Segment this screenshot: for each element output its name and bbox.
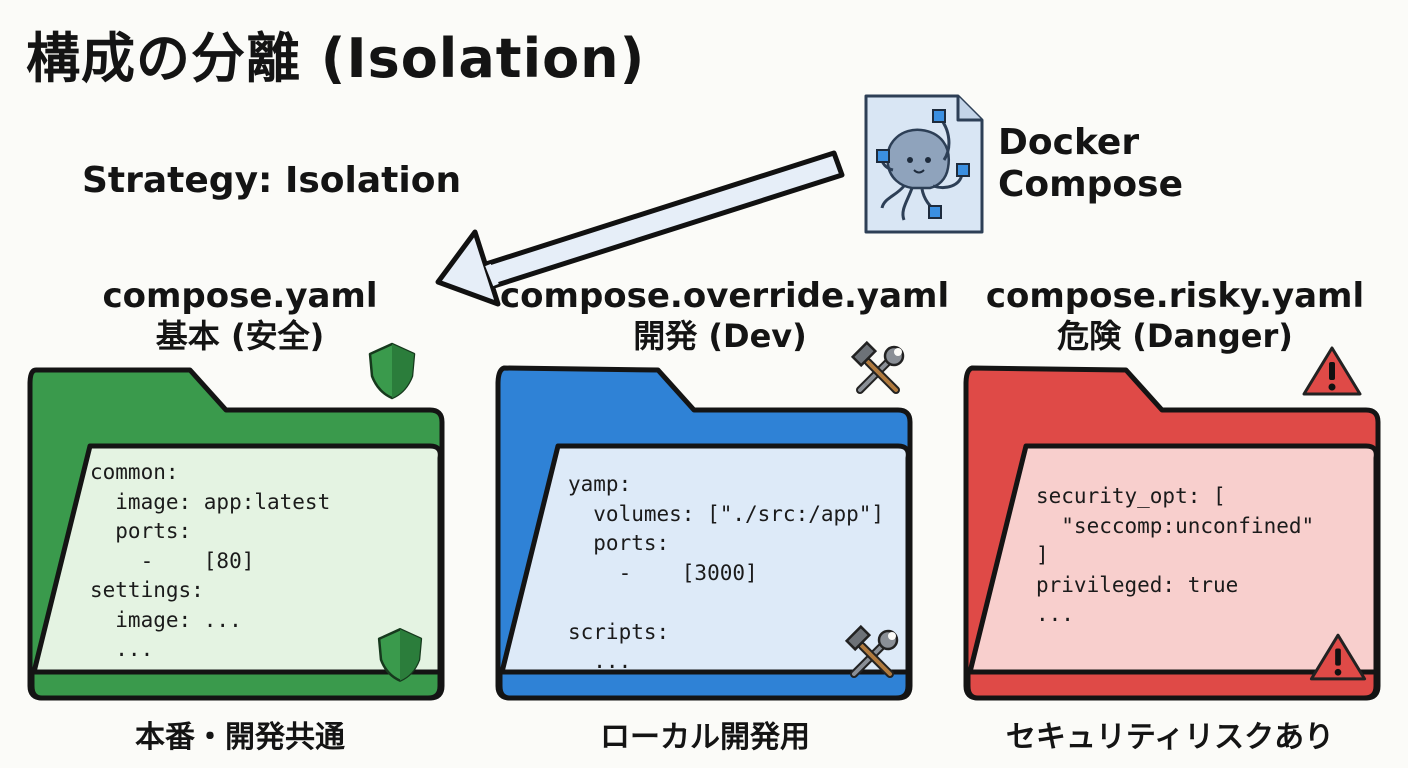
- code-line: ...: [90, 637, 154, 661]
- code-line: privileged: true: [1036, 572, 1239, 597]
- code-line: common:: [90, 460, 179, 484]
- code-line: ...: [1036, 602, 1074, 626]
- code-risky: security_opt: [ "seccomp:unconfined"] pri…: [1036, 482, 1314, 630]
- docker-compose-icon: [864, 94, 984, 234]
- code-line: ]: [1036, 543, 1049, 567]
- shield-icon: [368, 342, 416, 400]
- code-line: - [3000]: [568, 560, 758, 585]
- folder-override: [495, 340, 913, 701]
- code-line: "seccomp:unconfined": [1036, 513, 1315, 538]
- docker-compose-label: Docker Compose: [998, 122, 1183, 206]
- folder-band: [497, 669, 911, 701]
- code-line: yamp:: [568, 472, 632, 496]
- folder-compose: [27, 342, 445, 701]
- code-line: ...: [568, 649, 632, 673]
- filename-risky: compose.risky.yaml: [985, 276, 1365, 316]
- hammer-wrench-icon: [850, 340, 905, 394]
- folder-sheet: [967, 443, 1379, 675]
- strategy-label: Strategy: Isolation: [82, 160, 462, 201]
- shield-icon: [377, 628, 423, 682]
- code-compose: common: image: app:latest ports: - [80] s…: [90, 458, 330, 665]
- warning-icon: [1302, 346, 1362, 396]
- code-line: scripts:: [568, 619, 670, 644]
- code-line: ports:: [90, 519, 192, 543]
- code-line: ports:: [568, 531, 670, 555]
- caption-risky: セキュリティリスクあり: [1005, 720, 1335, 755]
- description-override: 開発 (Dev): [633, 317, 807, 355]
- filename-override: compose.override.yaml: [500, 276, 950, 316]
- docker-label-line2: Compose: [998, 164, 1184, 205]
- warning-icon: [1309, 633, 1367, 681]
- caption-compose: 本番・開発共通: [135, 720, 345, 755]
- folder-band: [965, 669, 1379, 701]
- page-title: 構成の分離 (Isolation): [26, 27, 646, 90]
- file-header-override: compose.override.yaml 開発 (Dev): [500, 276, 950, 356]
- code-line: volumes: ["./src:/app"]: [568, 501, 885, 526]
- file-header-compose: compose.yaml 基本 (安全): [90, 276, 390, 356]
- folder-risky: [963, 346, 1381, 701]
- code-override: yamp: volumes: ["./src:/app"] ports: - […: [568, 470, 884, 677]
- code-line: image: app:latest: [90, 489, 331, 514]
- filename-compose: compose.yaml: [102, 276, 378, 316]
- folder-sheet: [31, 443, 443, 675]
- docker-label-line1: Docker: [998, 122, 1140, 163]
- code-line: settings:: [90, 578, 204, 602]
- folder-band: [29, 669, 443, 701]
- hammer-wrench-icon: [844, 624, 899, 678]
- description-compose: 基本 (安全): [155, 317, 325, 355]
- description-risky: 危険 (Danger): [1057, 317, 1293, 355]
- file-header-risky: compose.risky.yaml 危険 (Danger): [980, 276, 1370, 356]
- code-line: [568, 588, 884, 618]
- caption-override: ローカル開発用: [600, 720, 810, 755]
- code-line: image: ...: [90, 607, 242, 632]
- code-line: security_opt: [: [1036, 484, 1226, 508]
- folder-sheet: [499, 443, 911, 675]
- code-line: - [80]: [90, 548, 255, 573]
- flow-arrow: [435, 150, 845, 307]
- octopus-icon: [876, 109, 970, 221]
